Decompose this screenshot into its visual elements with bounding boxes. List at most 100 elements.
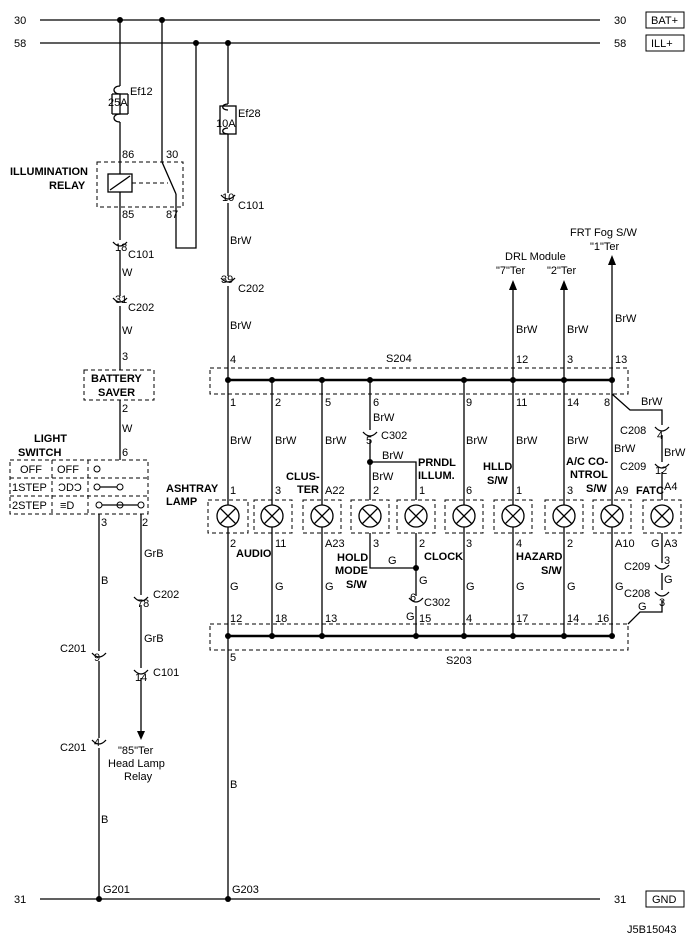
rail-58-left-label: 58 [14, 38, 26, 50]
connector-c101-mark [112, 241, 128, 247]
cluster-label-2: TER [297, 484, 319, 496]
drl-module-label: DRL Module [505, 251, 566, 263]
cluster-label-1: CLUS- [286, 471, 320, 483]
c209-pin: 12 [655, 465, 667, 477]
s204-pin: 4 [230, 354, 236, 366]
wire-color-b: B [101, 575, 108, 587]
lamp-top-pin: 1 [419, 485, 425, 497]
illumination-relay-box [96, 161, 184, 208]
s204-pin: 12 [516, 354, 528, 366]
c201-label: C201 [60, 742, 86, 754]
s204-pin: 3 [567, 354, 573, 366]
ac-label-1: A/C CO- [566, 456, 609, 468]
lamp-top-pin: 1 [230, 485, 236, 497]
connector-c302-mark [362, 431, 378, 437]
c201-pin: 4 [94, 737, 100, 749]
wire-color-w: W [122, 325, 133, 337]
lamp-bottom-pin: 2 [230, 538, 236, 550]
s203-pin: 14 [567, 613, 579, 625]
wire [627, 600, 663, 625]
wire-color-brw: BrW [615, 313, 637, 325]
rail-31-left-label: 31 [14, 894, 26, 906]
s204-lower-pin: 2 [275, 397, 281, 409]
ill-tag-box [645, 34, 685, 52]
headlamp-relay-name: Head Lamp [108, 758, 165, 770]
relay-pin-30: 30 [166, 149, 178, 161]
lamp-top-pin: A9 [615, 485, 628, 497]
headlamp-relay-ter: "85"Ter [118, 745, 154, 757]
light-switch-box [9, 459, 149, 515]
wire-color-g: G [638, 601, 647, 613]
hazard-label-2: S/W [541, 565, 562, 577]
connector-c101-mark [220, 194, 236, 200]
fuse-ef12-name: Ef12 [130, 86, 153, 98]
s203-pin: 16 [597, 613, 609, 625]
lamp-top-pin: 6 [466, 485, 472, 497]
hlld-label-2: S/W [487, 475, 508, 487]
fuse-ef28-rating: 10A [216, 118, 236, 130]
wire-color-g: G [615, 581, 624, 593]
contact [93, 465, 101, 473]
wire [175, 43, 197, 249]
clock-label: CLOCK [424, 551, 463, 563]
arrow-down-icon [137, 731, 145, 740]
fatc-label: FATC [636, 485, 664, 497]
lamp-bottom-pin: A23 [325, 538, 345, 550]
splice-s203 [209, 623, 629, 651]
ls-pos-2step: 2STEP [12, 500, 47, 512]
bat-tag: BAT+ [651, 15, 678, 27]
battery-saver-label-1: BATTERY [91, 373, 142, 385]
s204-lower-pin: 5 [325, 397, 331, 409]
ashtray-lamp-label-2: LAMP [166, 496, 197, 508]
light-switch-label-1: LIGHT [34, 433, 67, 445]
s204-lower-pin: 6 [373, 397, 379, 409]
fuse-ef28-leads [222, 103, 229, 135]
wire-color-brw: BrW [567, 435, 589, 447]
ls-pos-off: OFF [20, 464, 42, 476]
splice-s204-label: S204 [386, 353, 412, 365]
wire-color-brw: BrW [516, 435, 538, 447]
s204-lower-pin: 14 [567, 397, 579, 409]
contact [137, 501, 145, 509]
light-switch-label-2: SWITCH [18, 447, 61, 459]
c202-pin: 39 [221, 274, 233, 286]
c101-pin: 10 [222, 192, 234, 204]
connector-c209-mark [654, 463, 670, 469]
wire-color-brw: BrW [373, 412, 395, 424]
splice-s204 [209, 367, 629, 395]
battery-saver-box [83, 369, 155, 401]
wire-color-w: W [122, 267, 133, 279]
parking-lamp-icon: ƆDƆ [58, 482, 82, 494]
s203-pin: 12 [230, 613, 242, 625]
battery-saver-label-2: SAVER [98, 387, 135, 399]
fatc-pin-a4: A4 [664, 481, 677, 493]
s203-pin: 15 [419, 613, 431, 625]
c209-label: C209 [624, 561, 650, 573]
s203-junctions [225, 633, 615, 639]
c302-label: C302 [381, 430, 407, 442]
lamp-top-pin: A22 [325, 485, 345, 497]
relay-label-1: ILLUMINATION [10, 166, 88, 178]
c302-pin: 6 [410, 592, 416, 604]
c201-label: C201 [60, 643, 86, 655]
wire-color-brw: BrW [614, 443, 636, 455]
wire-color-g: G [230, 581, 239, 593]
wire-color-g: G [567, 581, 576, 593]
wire-color-w: W [122, 423, 133, 435]
c202-label: C202 [128, 302, 154, 314]
s203-pin: 5 [230, 652, 236, 664]
ac-label-3: S/W [586, 483, 607, 495]
light-switch-pin-right: 2 [142, 517, 148, 529]
arrow-up-icon [608, 255, 616, 265]
ls-pos-1step: 1STEP [12, 482, 47, 494]
junction-dot [193, 40, 199, 46]
c202-label: C202 [153, 589, 179, 601]
relay-pin-86: 86 [122, 149, 134, 161]
s204-lower-pin: 8 [604, 397, 610, 409]
wire-color-b: B [230, 779, 237, 791]
wire-color-g: G [664, 574, 673, 586]
s204-lower-pin: 1 [230, 397, 236, 409]
connector-c201-mark [91, 739, 107, 745]
fog-switch-ter: "1"Ter [590, 241, 620, 253]
